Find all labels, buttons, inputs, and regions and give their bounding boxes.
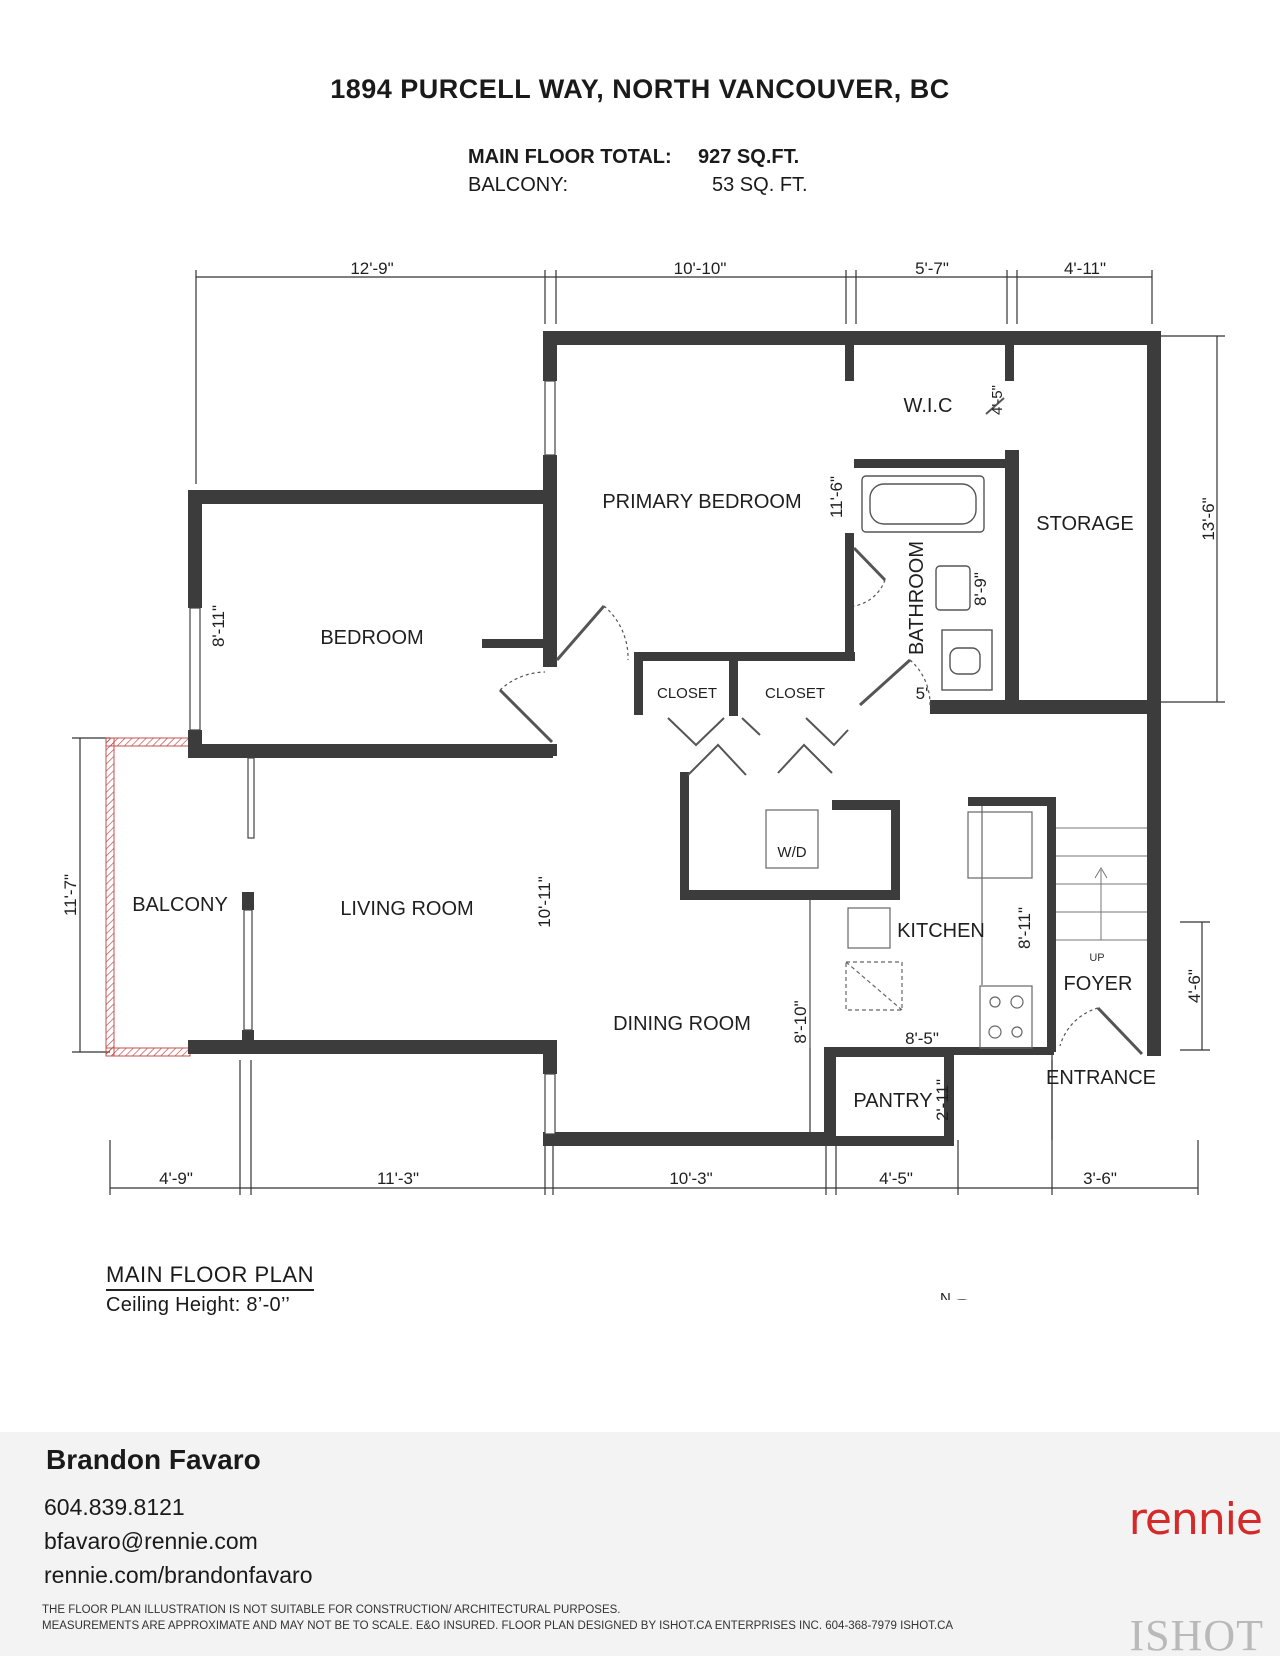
room-primary-bedroom: PRIMARY BEDROOM (602, 491, 801, 513)
dimension-lines (72, 270, 1225, 1195)
rennie-logo: rennie (1128, 1494, 1263, 1545)
area-label-balcony: BALCONY: (468, 174, 569, 196)
disclaimer-line-1: THE FLOOR PLAN ILLUSTRATION IS NOT SUITA… (42, 1604, 621, 1616)
dim-left-balcony: 11'-7" (61, 874, 80, 916)
dim-bottom-4: 4'-5" (879, 1169, 913, 1188)
dim-kitchen-left-height: 8'-10" (791, 1000, 810, 1043)
stair-up-label: UP (1089, 952, 1104, 964)
dim-top-4: 4'-11" (1064, 259, 1106, 278)
dim-pantry-height: 2'-11" (933, 1079, 952, 1121)
room-living-room: LIVING ROOM (340, 898, 473, 920)
room-bathroom: BATHROOM (906, 541, 928, 655)
dim-dining-height: 10'-11" (535, 876, 554, 928)
walls (188, 331, 1161, 1146)
dim-bath-width: 5' (916, 684, 929, 703)
dim-wic-width: 4'-5" (989, 385, 1006, 415)
agent-email[interactable]: bfavaro@rennie.com (44, 1528, 258, 1554)
doors (498, 397, 1144, 1056)
dim-top-3: 5'-7" (915, 259, 949, 278)
room-closet-2: CLOSET (765, 685, 825, 702)
room-wic: W.I.C (904, 395, 953, 417)
agent-name: Brandon Favaro (46, 1444, 261, 1475)
floor-plan: PRIMARY BEDROOM BEDROOM W.I.C STORAGE BA… (61, 259, 1225, 1300)
dim-bottom-5: 3'-6" (1083, 1169, 1117, 1188)
agent-footer: Brandon Favaro 604.839.8121 bfavaro@renn… (0, 1432, 1280, 1660)
room-storage: STORAGE (1036, 513, 1133, 535)
area-value-balcony: 53 SQ. FT. (712, 174, 808, 196)
dim-top-2: 10'-10" (674, 259, 727, 278)
area-label-main: MAIN FLOOR TOTAL: (468, 146, 672, 168)
dim-top-1: 12'-9" (350, 259, 393, 278)
agent-website[interactable]: rennie.com/brandonfavaro (44, 1562, 313, 1588)
compass-north-label: N (940, 1290, 951, 1300)
washer-dryer-label: W/D (777, 844, 806, 861)
dim-bottom-3: 10'-3" (669, 1169, 712, 1188)
dim-right-storage: 13'-6" (1199, 497, 1218, 540)
room-balcony: BALCONY (132, 894, 228, 916)
dim-bottom-1: 4'-9" (159, 1169, 193, 1188)
stairs (1056, 827, 1147, 941)
dim-bath-height: 8'-9" (971, 572, 990, 606)
property-address: 1894 PURCELL WAY, NORTH VANCOUVER, BC (330, 74, 950, 104)
room-closet-1: CLOSET (657, 685, 717, 702)
dim-bottom-2: 11'-3" (377, 1169, 419, 1188)
ishot-logo: ISHOT (1129, 1611, 1264, 1660)
dim-kitchen-width: 8'-5" (905, 1029, 939, 1048)
room-pantry: PANTRY (853, 1090, 932, 1112)
plan-title: MAIN FLOOR PLAN (106, 1262, 314, 1291)
area-value-main: 927 SQ.FT. (698, 146, 800, 168)
ceiling-height: Ceiling Height: 8’-0’’ (106, 1294, 291, 1316)
plan-caption: MAIN FLOOR PLAN Ceiling Height: 8’-0’’ (106, 1262, 314, 1317)
agent-phone[interactable]: 604.839.8121 (44, 1494, 185, 1520)
dim-kitchen-height: 8'-11" (1015, 907, 1034, 949)
windows (189, 380, 556, 1135)
bath-fixtures (861, 475, 993, 691)
disclaimer-line-2: MEASUREMENTS ARE APPROXIMATE AND MAY NOT… (42, 1620, 954, 1632)
room-bedroom: BEDROOM (320, 627, 423, 649)
dim-right-foyer: 4'-6" (1185, 969, 1204, 1003)
dim-bedroom-height: 8'-11" (209, 605, 228, 647)
room-dining-room: DINING ROOM (613, 1013, 751, 1035)
room-foyer: FOYER (1064, 973, 1133, 995)
kitchen-fixtures (765, 806, 1033, 1049)
room-entrance: ENTRANCE (1046, 1067, 1156, 1089)
room-kitchen: KITCHEN (897, 920, 985, 942)
dim-primary-height: 11'-6" (827, 476, 846, 518)
